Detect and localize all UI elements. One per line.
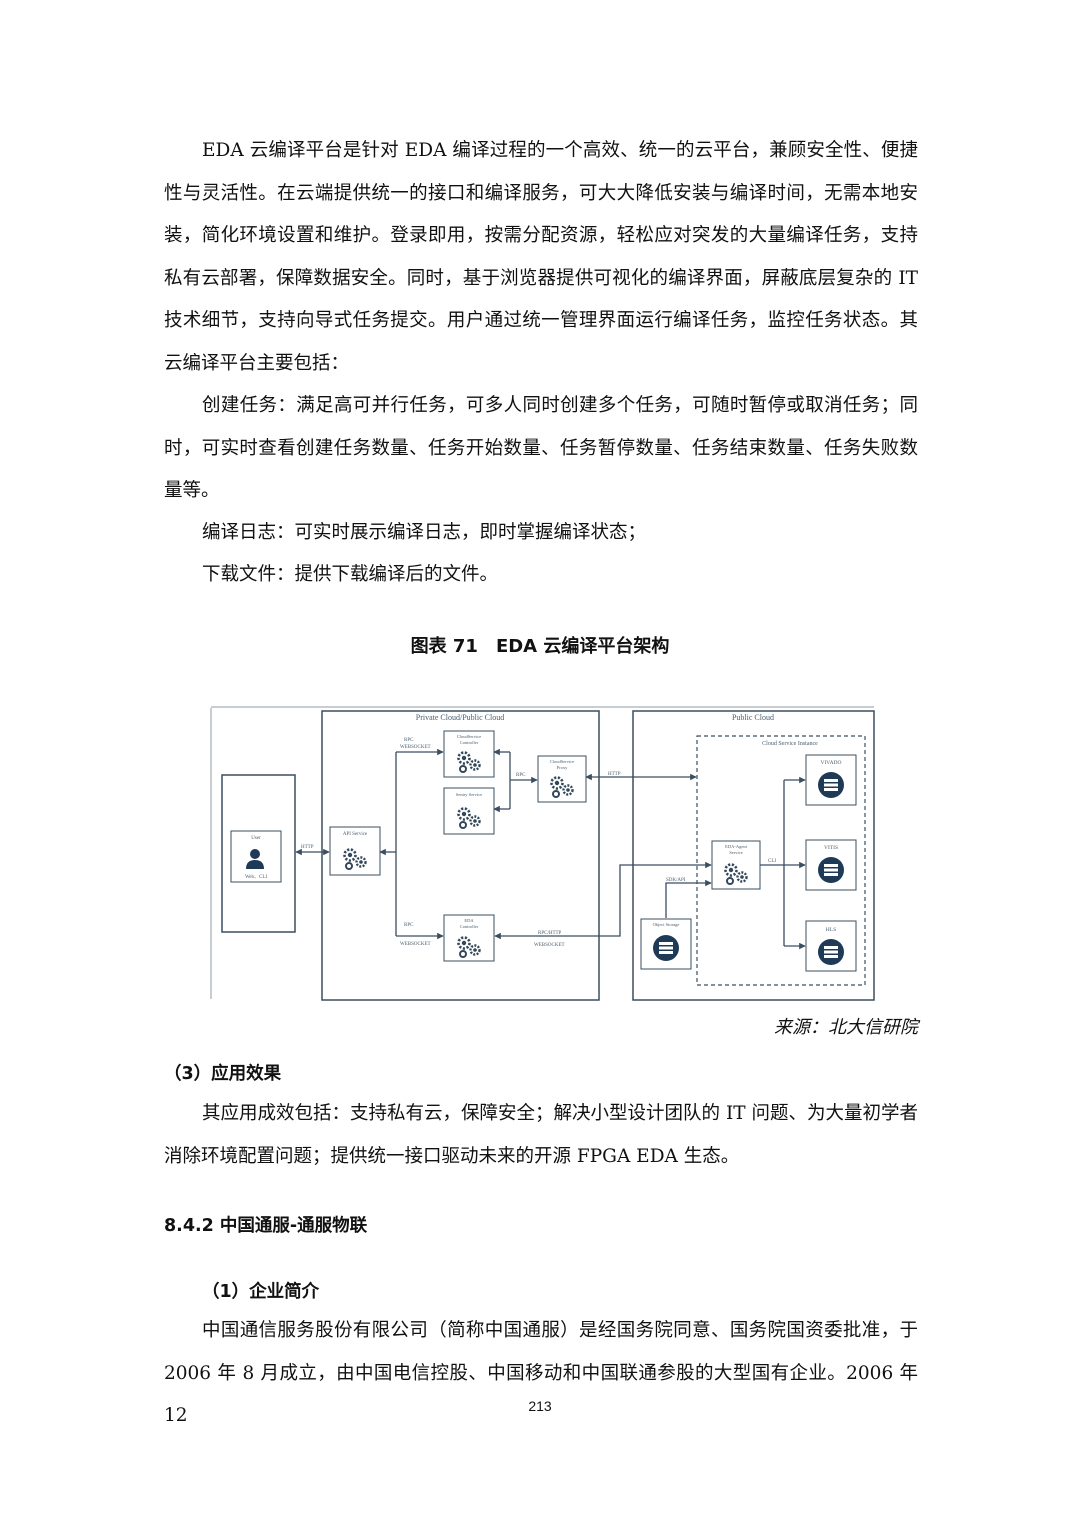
rpc-top-label: RPC: [404, 738, 414, 743]
hls-label: HLS: [826, 927, 836, 933]
public-cloud-label: Public Cloud: [732, 713, 774, 722]
section-heading: 8.4.2 中国通服-通服物联: [164, 1216, 368, 1236]
rpc-bottom-label: RPC: [404, 923, 414, 928]
company-intro-heading: （1）企业简介: [202, 1282, 320, 1302]
storage-agent-arrow: [665, 879, 712, 918]
eda-controller-label-2: Controller: [460, 924, 479, 929]
eda-agent-label-2: Service: [729, 850, 743, 855]
websocket-rpc-http-label: WEBSOCKET: [534, 943, 565, 948]
http1-label: HTTP: [301, 845, 314, 850]
download-paragraph: 下载文件：提供下载编译后的文件。: [202, 564, 499, 585]
user-label: User: [251, 836, 261, 841]
cloudservice-proxy-box: [537, 755, 587, 803]
figure-caption: 图表 71 EDA 云编译平台架构: [410, 636, 670, 657]
eda-controller-box: [443, 914, 495, 962]
cloudservice-controller-label-2: Controller: [460, 740, 479, 745]
user-sub-label: Web、CLI: [245, 875, 267, 880]
api-service-box: [329, 826, 381, 876]
http2-label: HTTP: [608, 772, 621, 777]
cloudservice-proxy-label-1: CloudService: [550, 759, 575, 764]
effect-heading: （3）应用效果: [164, 1064, 282, 1084]
user-icon: [250, 849, 260, 859]
object-storage-db-icon: [653, 935, 679, 961]
api-service-label: API Service: [343, 832, 368, 837]
cloud-service-instance-label: Cloud Service Instance: [762, 741, 818, 747]
websocket-top-label: WEBSOCKET: [400, 745, 431, 750]
user-container: [221, 774, 296, 933]
cloudservice-proxy-label-2: Proxy: [557, 765, 569, 770]
intro-paragraph: EDA 云编译平台是针对 EDA 编译过程的一个高效、统一的云平台，兼顾安全性、…: [164, 140, 918, 374]
eda-controller-agent-arrow: [494, 861, 712, 940]
page-number: 213: [528, 1398, 552, 1414]
vivado-db-icon: [818, 772, 844, 798]
private-cloud-box: [321, 710, 600, 1001]
sdk-api-label: SDK/API: [666, 878, 686, 883]
create-task-paragraph: 创建任务：满足高可并行任务，可多人同时创建多个任务，可随时暂停或取消任务；同时，…: [164, 395, 918, 501]
company-paragraph: 中国通信服务股份有限公司（简称中国通服）是经国务院同意、国务院国资委批准，于 2…: [164, 1320, 918, 1426]
eda-controller-label-1: EDA: [464, 918, 474, 923]
vitis-db-icon: [818, 857, 844, 883]
vitis-label: VITIS: [824, 845, 838, 851]
figure-source: 来源：北大信研院: [774, 1017, 918, 1038]
hls-db-icon: [818, 939, 844, 965]
private-cloud-label: Private Cloud/Public Cloud: [416, 713, 504, 722]
sentry-service-label: Sentry Service: [456, 792, 482, 797]
cli-label: CLI: [768, 859, 776, 864]
object-storage-label: Object Storage: [653, 922, 680, 927]
architecture-diagram: Private Cloud/Public Cloud Public Cloud …: [208, 703, 878, 1005]
websocket-bottom-label: WEBSOCKET: [400, 942, 431, 947]
cloud-service-instance-box: [696, 735, 866, 986]
cloudservice-controller-box: [443, 730, 495, 778]
public-cloud-box: [632, 710, 875, 1001]
rpc-http-label: RPC/HTTP: [538, 931, 562, 936]
compile-log-paragraph: 编译日志：可实时展示编译日志，即时掌握编译状态；: [202, 522, 647, 543]
effect-paragraph: 其应用成效包括：支持私有云，保障安全；解决小型设计团队的 IT 问题、为大量初学…: [164, 1103, 918, 1167]
eda-agent-label-1: EDA-Agent: [725, 844, 747, 849]
vivado-label: VIVADO: [821, 760, 842, 766]
cloudservice-controller-label-1: CloudService: [457, 734, 482, 739]
rpc-mid-label: RPC: [516, 773, 526, 778]
